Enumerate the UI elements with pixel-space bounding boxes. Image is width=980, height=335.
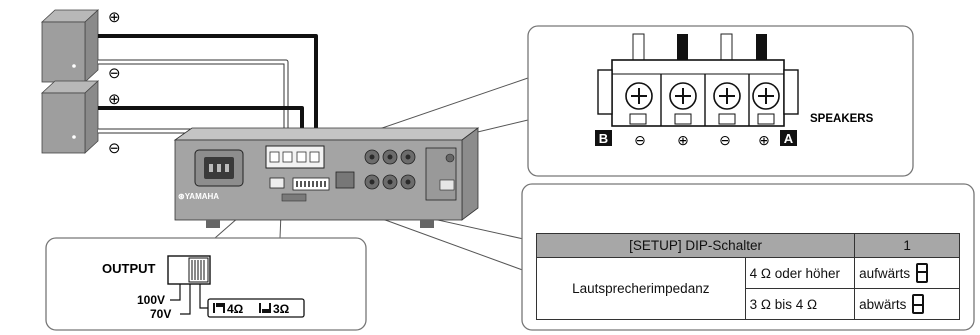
- impedance-4ohm-or-higher: 4 Ω oder höher: [744, 257, 856, 289]
- impedance-setting-box: [207, 298, 305, 318]
- amplifier-rear-panel: ⊛YAMAHA: [173, 127, 480, 228]
- direction-down-label: abwärts: [859, 296, 907, 312]
- dip-up-icon: [213, 303, 225, 313]
- channel-b-badge: [595, 130, 612, 146]
- terminal-polarity-4: ⊕: [758, 132, 770, 148]
- output-slide-switch: [167, 255, 211, 285]
- speaker-impedance-label: Lautsprecherimpedanz: [536, 257, 746, 320]
- switch-100v-leader: [170, 284, 181, 301]
- amp-brand-logo: ⊛YAMAHA: [178, 192, 219, 201]
- speaker-top-plus-symbol: ⊕: [108, 9, 121, 26]
- terminal-block-zoom: [597, 33, 799, 127]
- direction-up-label: aufwärts: [859, 265, 911, 281]
- dip-switch-up-icon: [916, 263, 929, 283]
- channel-a-badge: [780, 130, 797, 146]
- dip-table-row: Lautsprecherimpedanz 4 Ω oder höher aufw…: [536, 257, 960, 320]
- direction-up-cell: aufwärts: [854, 257, 960, 289]
- speaker-bottom-plus-symbol: ⊕: [108, 91, 121, 108]
- channel-b-label: B: [599, 131, 608, 146]
- impedance-4ohm-label: 4Ω: [227, 302, 244, 316]
- dip-table-header-row: [SETUP] DIP-Schalter 1: [535, 233, 960, 258]
- dip-switch-table-container: [SETUP] DIP-Schalter 1 Lautsprecherimped…: [535, 233, 960, 320]
- impedance-3-to-4-ohm: 3 Ω bis 4 Ω: [744, 288, 856, 320]
- speaker-bottom: [40, 80, 100, 154]
- dip-table-header-switch-number: 1: [854, 233, 960, 258]
- speaker-top-minus-symbol: ⊖: [108, 65, 121, 82]
- dip-switch-down-icon: [912, 294, 925, 314]
- speaker-bottom-minus-symbol: ⊖: [108, 140, 121, 157]
- impedance-3ohm-label: 3Ω: [273, 302, 290, 316]
- terminal-polarity-3: ⊖: [719, 132, 731, 148]
- dip-table-header: [SETUP] DIP-Schalter: [535, 233, 856, 258]
- channel-a-label: A: [784, 131, 794, 146]
- dip-switch-table: [SETUP] DIP-Schalter 1 Lautsprecherimped…: [535, 233, 960, 320]
- voltage-70v-label: 70V: [150, 307, 171, 321]
- dip-down-icon: [259, 303, 271, 313]
- switch-70v-leader: [180, 284, 191, 315]
- switch-impedance-leader: [199, 284, 208, 309]
- dip-table-row: 3 Ω bis 4 Ω abwärts: [537, 288, 960, 320]
- terminal-polarity-1: ⊖: [634, 132, 646, 148]
- speakers-label: SPEAKERS: [810, 113, 874, 125]
- voltage-100v-label: 100V: [137, 293, 165, 307]
- speaker-top: [40, 9, 100, 83]
- direction-down-cell: abwärts: [854, 288, 960, 320]
- terminal-polarity-2: ⊕: [677, 132, 689, 148]
- output-label: OUTPUT: [102, 261, 156, 276]
